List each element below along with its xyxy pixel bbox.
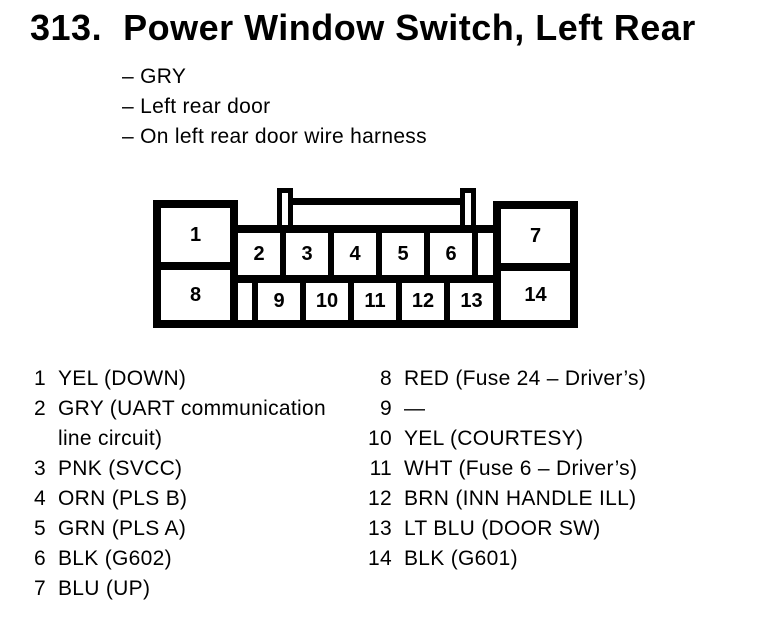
cavity-2: 2 xyxy=(238,233,280,275)
cavity-divider xyxy=(161,262,230,270)
blank-keying-slot-top xyxy=(478,233,493,275)
pin-row-11: 11 WHT (Fuse 6 – Driver’s) xyxy=(366,454,766,484)
pin-description: GRY (UART communication line circuit) xyxy=(58,397,326,450)
pin-description: YEL (COURTESY) xyxy=(404,427,584,450)
figure-title: Power Window Switch, Left Rear xyxy=(123,7,696,48)
connector-notes: – GRY – Left rear door – On left rear do… xyxy=(122,62,427,152)
pin-number: 14 xyxy=(368,547,392,570)
cavity-12: 12 xyxy=(402,283,444,320)
blank-keying-slot-bottom xyxy=(238,283,252,320)
connector-middle-section: 2 3 4 5 6 9 10 11 12 13 xyxy=(230,225,500,328)
cavity-4: 4 xyxy=(334,233,376,275)
page-title: 313. Power Window Switch, Left Rear xyxy=(30,10,696,46)
pin-row-4: 4 ORN (PLS B) xyxy=(20,484,365,514)
pin-number: 7 xyxy=(34,577,46,600)
pin-description: BRN (INN HANDLE ILL) xyxy=(404,487,637,510)
pin-number: 3 xyxy=(34,457,46,480)
pin-description: BLK (G602) xyxy=(58,547,172,570)
pin-number: 2 xyxy=(34,397,46,420)
pin-list-right-column: 8 RED (Fuse 24 – Driver’s) 9 — 10 YEL (C… xyxy=(366,364,766,574)
pin-row-2: 2 GRY (UART communication line circuit) xyxy=(20,394,365,454)
connector-diagram: 2 3 4 5 6 9 10 11 12 13 1 8 7 14 xyxy=(153,188,578,328)
connector-block-right: 7 14 xyxy=(493,201,578,328)
cavity-6: 6 xyxy=(430,233,472,275)
pin-description: RED (Fuse 24 – Driver’s) xyxy=(404,367,647,390)
pin-row-10: 10 YEL (COURTESY) xyxy=(366,424,766,454)
pin-list-left-column: 1 YEL (DOWN) 2 GRY (UART communication l… xyxy=(20,364,365,604)
pin-row-9: 9 — xyxy=(366,394,766,424)
pin-number: 11 xyxy=(369,457,392,480)
pin-row-8: 8 RED (Fuse 24 – Driver’s) xyxy=(366,364,766,394)
pin-row-7: 7 BLU (UP) xyxy=(20,574,365,604)
pin-description: WHT (Fuse 6 – Driver’s) xyxy=(404,457,638,480)
pin-number: 5 xyxy=(34,517,46,540)
note-line-harness: – On left rear door wire harness xyxy=(122,125,427,148)
connector-block-left: 1 8 xyxy=(153,200,238,328)
cavity-9: 9 xyxy=(258,283,300,320)
pin-number: 13 xyxy=(368,517,392,540)
cavity-11: 11 xyxy=(354,283,396,320)
pin-number: 1 xyxy=(34,367,46,390)
connector-latch-tab-left xyxy=(277,188,293,230)
cavity-8: 8 xyxy=(189,283,202,306)
pin-description: GRN (PLS A) xyxy=(58,517,187,540)
pin-row-14: 14 BLK (G601) xyxy=(366,544,766,574)
cavity-divider xyxy=(501,263,570,271)
pin-number: 6 xyxy=(34,547,46,570)
pin-row-6: 6 BLK (G602) xyxy=(20,544,365,574)
pin-number: 12 xyxy=(368,487,392,510)
note-line-location: – Left rear door xyxy=(122,95,271,118)
cavity-3: 3 xyxy=(286,233,328,275)
cavity-7: 7 xyxy=(529,224,542,247)
pin-description: — xyxy=(404,397,426,420)
pin-description: LT BLU (DOOR SW) xyxy=(404,517,601,540)
pin-row-13: 13 LT BLU (DOOR SW) xyxy=(366,514,766,544)
pin-row-1: 1 YEL (DOWN) xyxy=(20,364,365,394)
figure-number: 313. xyxy=(30,7,103,48)
note-line-color: – GRY xyxy=(122,65,187,88)
cavity-1: 1 xyxy=(189,223,202,246)
pin-description: ORN (PLS B) xyxy=(58,487,188,510)
pin-number: 4 xyxy=(34,487,46,510)
pin-description: BLK (G601) xyxy=(404,547,518,570)
pin-row-5: 5 GRN (PLS A) xyxy=(20,514,365,544)
connector-latch-tab-right xyxy=(460,188,476,230)
pin-description: PNK (SVCC) xyxy=(58,457,183,480)
pin-number: 10 xyxy=(368,427,392,450)
cavity-13: 13 xyxy=(450,283,493,320)
pin-number: 9 xyxy=(380,397,392,420)
cavity-5: 5 xyxy=(382,233,424,275)
cavity-10: 10 xyxy=(306,283,348,320)
pin-description: YEL (DOWN) xyxy=(58,367,187,390)
pin-row-12: 12 BRN (INN HANDLE ILL) xyxy=(366,484,766,514)
pin-number: 8 xyxy=(380,367,392,390)
cavity-14: 14 xyxy=(524,284,547,306)
pin-row-3: 3 PNK (SVCC) xyxy=(20,454,365,484)
pin-description: BLU (UP) xyxy=(58,577,151,600)
